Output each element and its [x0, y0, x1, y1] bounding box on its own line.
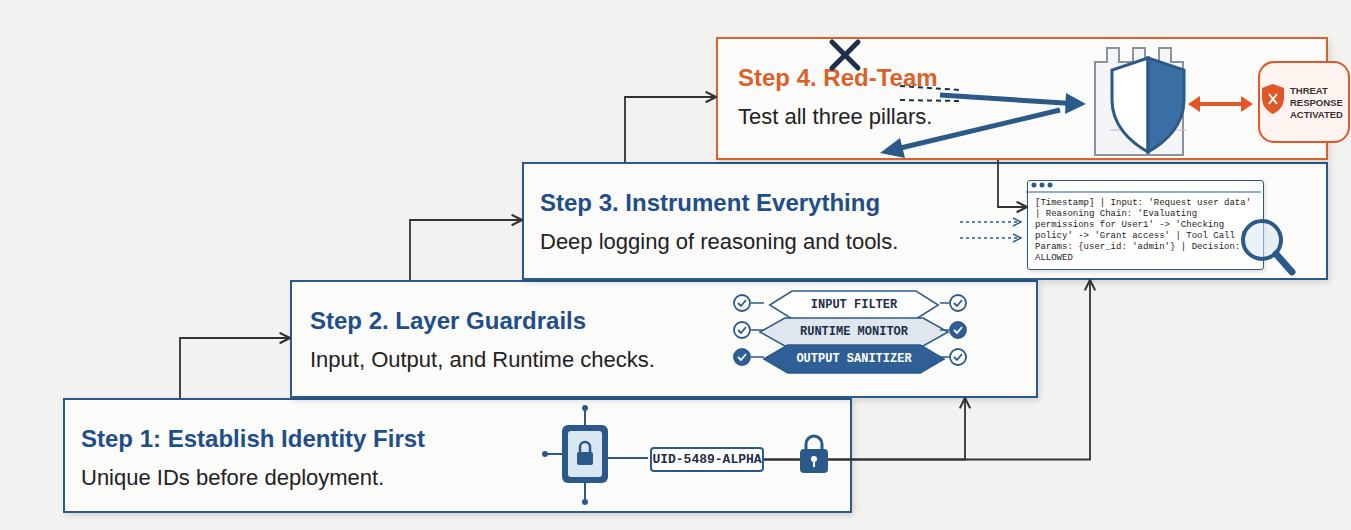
- arrow-head: [1241, 96, 1253, 112]
- check-mark: [738, 354, 746, 360]
- alert-text: THREAT RESPONSE ACTIVATED: [1290, 85, 1348, 121]
- chip-core: [568, 431, 602, 477]
- response-arrow: [1195, 102, 1246, 106]
- arrow-head: [1013, 234, 1021, 242]
- chip-pin-end: [582, 405, 588, 411]
- arrow-head: [1065, 93, 1086, 114]
- flow-tick: [751, 329, 764, 331]
- flow-connector: [410, 220, 522, 280]
- check-mark: [954, 354, 962, 360]
- step-box: Step 2. Layer GuardrailsInput, Output, a…: [290, 280, 1038, 398]
- threat-x: [1269, 94, 1277, 104]
- window-dot: [1048, 183, 1053, 188]
- step-title: Step 3. Instrument Everything: [540, 188, 960, 218]
- window-dot: [1032, 183, 1037, 188]
- padlock-keyhole: [811, 456, 817, 462]
- step-title: Step 4. Red-Team: [738, 63, 1038, 93]
- check-circle: [734, 349, 750, 365]
- lock-shackle: [580, 442, 590, 452]
- step-title: Step 1: Establish Identity First: [81, 424, 561, 454]
- blocked-mark: [832, 42, 858, 68]
- check-mark: [954, 327, 962, 333]
- castle-brick: [1110, 130, 1186, 131]
- castle-symbol: [1095, 48, 1183, 155]
- check-mark: [738, 327, 746, 333]
- hexagon-shape: [760, 318, 948, 346]
- flow-connector: [764, 280, 1090, 460]
- flow-tick: [940, 329, 949, 331]
- step-description: Deep logging of reasoning and tools.: [540, 228, 980, 256]
- check-circle: [950, 322, 966, 338]
- check-circle: [734, 322, 750, 338]
- chip-pin-end: [582, 499, 588, 505]
- hexagon-shape: [764, 345, 944, 373]
- chip-pin: [546, 453, 562, 455]
- chip-pin-end: [542, 451, 548, 457]
- id-badge: UID-5489-ALPHA: [650, 447, 764, 472]
- shield-left: [1112, 58, 1148, 152]
- check-circle: [950, 349, 966, 365]
- arrow-head: [1188, 96, 1200, 112]
- step-box: Step 3. Instrument EverythingDeep loggin…: [522, 162, 1328, 280]
- dashed-attack: [900, 86, 960, 90]
- step-description: Input, Output, and Runtime checks.: [310, 346, 750, 374]
- flow-connector: [180, 338, 290, 398]
- flow-tick: [940, 302, 949, 304]
- arrow-head: [1013, 218, 1021, 226]
- guardrail-layer: RUNTIME MONITOR: [758, 317, 950, 347]
- check-mark: [738, 300, 746, 306]
- padlock-shackle: [806, 436, 822, 450]
- flow-tick: [751, 356, 764, 358]
- window-titlebar: [1026, 192, 1261, 193]
- step-title: Step 2. Layer Guardrails: [310, 306, 740, 336]
- padlock-keyhole: [813, 460, 815, 467]
- chip-wire: [608, 457, 648, 459]
- step-box: Step 1: Establish Identity FirstUnique I…: [63, 398, 852, 513]
- blocked-mark: [832, 42, 858, 68]
- arrow-head: [880, 138, 905, 158]
- flow-connector: [625, 97, 716, 162]
- attack-arrow: [940, 95, 1080, 104]
- shield-right: [1148, 58, 1184, 152]
- chip-pin: [584, 483, 586, 500]
- guardrail-layer: INPUT FILTER: [768, 290, 940, 320]
- chip-symbol: [562, 425, 608, 483]
- chip-pin: [584, 410, 586, 425]
- flow-connector: [764, 398, 965, 460]
- log-window: [Timestamp] | Input: 'Request user data'…: [1027, 180, 1264, 270]
- id-text: UID-5489-ALPHA: [652, 452, 761, 467]
- layer-label: RUNTIME MONITOR: [800, 325, 908, 339]
- magnifier-lens: [1243, 221, 1281, 259]
- step-description: Test all three pillars.: [738, 103, 1038, 131]
- layer-label: INPUT FILTER: [811, 298, 897, 312]
- guardrail-layer: OUTPUT SANITIZER: [762, 344, 946, 374]
- log-text: [Timestamp] | Input: 'Request user data'…: [1035, 198, 1257, 264]
- padlock-symbol: [800, 449, 828, 473]
- dashed-arrow: [960, 221, 1018, 223]
- deflected-arrow: [892, 110, 1060, 150]
- hexagon-shape: [770, 291, 939, 319]
- threat-shield: [1262, 84, 1284, 114]
- step-box: Step 4. Red-TeamTest all three pillars.T…: [716, 37, 1328, 160]
- check-circle: [734, 295, 750, 311]
- check-circle: [950, 295, 966, 311]
- window-dot: [1040, 183, 1045, 188]
- flow-connector: [998, 160, 1027, 207]
- dashed-attack: [900, 100, 960, 101]
- layer-label: OUTPUT SANITIZER: [796, 352, 911, 366]
- castle-brick: [1110, 80, 1186, 81]
- dashed-arrow: [960, 237, 1018, 239]
- flow-tick: [751, 302, 764, 304]
- magnifier-handle: [1276, 254, 1292, 272]
- check-mark: [954, 300, 962, 306]
- step-description: Unique IDs before deployment.: [81, 464, 561, 492]
- flow-tick: [940, 356, 949, 358]
- lock-symbol: [577, 452, 593, 465]
- threat-x: [1269, 94, 1277, 104]
- threat-badge: THREAT RESPONSE ACTIVATED: [1258, 61, 1350, 143]
